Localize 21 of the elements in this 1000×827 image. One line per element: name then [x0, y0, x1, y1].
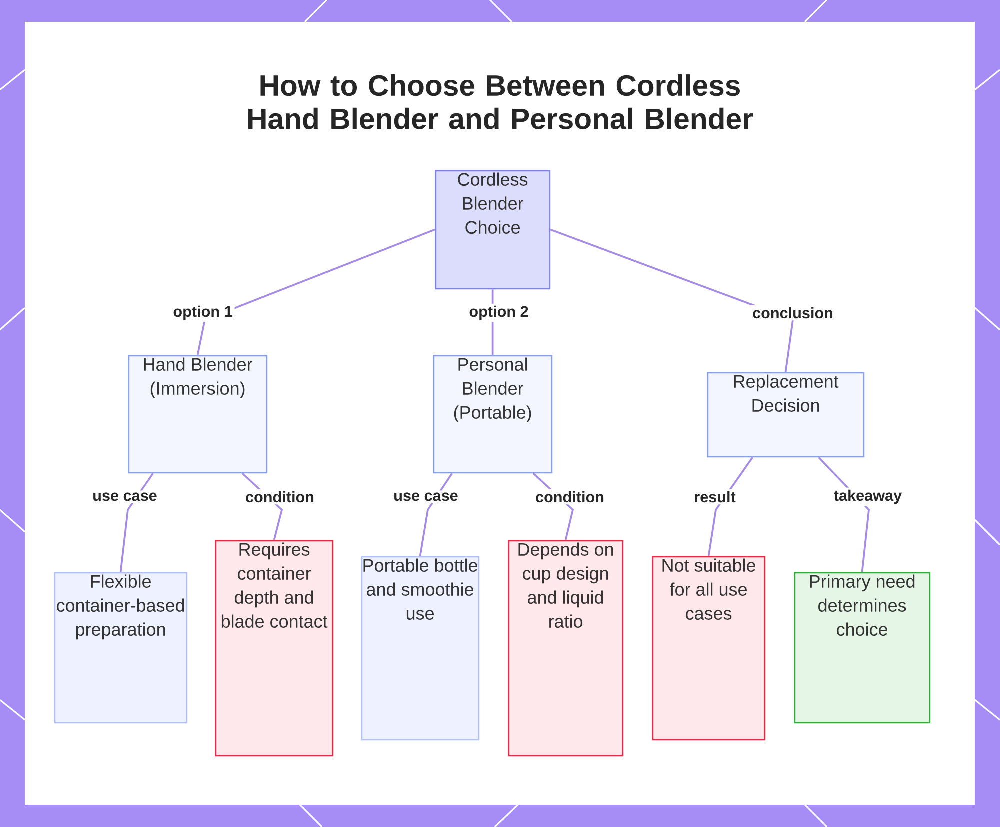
edge-label: use case	[90, 490, 160, 504]
edge-label: condition	[534, 489, 606, 505]
detail-box: Portable bottle and smoothie use	[361, 556, 480, 741]
edge-label: option 2	[467, 304, 531, 322]
title: How to Choose Between Cordless Hand Blender and Personal Blender	[248, 74, 754, 130]
category-box: Personal Blender (Portable)	[433, 355, 553, 474]
root-box: Cordless Blender Choice	[435, 170, 551, 290]
edge-label: condition	[244, 489, 316, 505]
edge-label: conclusion	[750, 305, 836, 321]
edge-label: takeaway	[832, 488, 904, 506]
edge-label: result	[692, 489, 738, 505]
edge-label: option 1	[171, 304, 235, 322]
category-box: Replacement Decision	[707, 372, 865, 458]
edge-label: use case	[392, 490, 460, 504]
condition-box: Depends on cup design and liquid ratio	[508, 540, 624, 757]
connector-line	[120, 473, 154, 572]
detail-box: Flexible container-based preparation	[54, 572, 188, 724]
condition-box: Requires container depth and blade contact	[215, 540, 334, 757]
result-box: Primary need determines choice	[794, 572, 931, 724]
condition-box: Not suitable for all use cases	[652, 556, 766, 741]
category-box: Hand Blender (Immersion)	[128, 355, 268, 474]
